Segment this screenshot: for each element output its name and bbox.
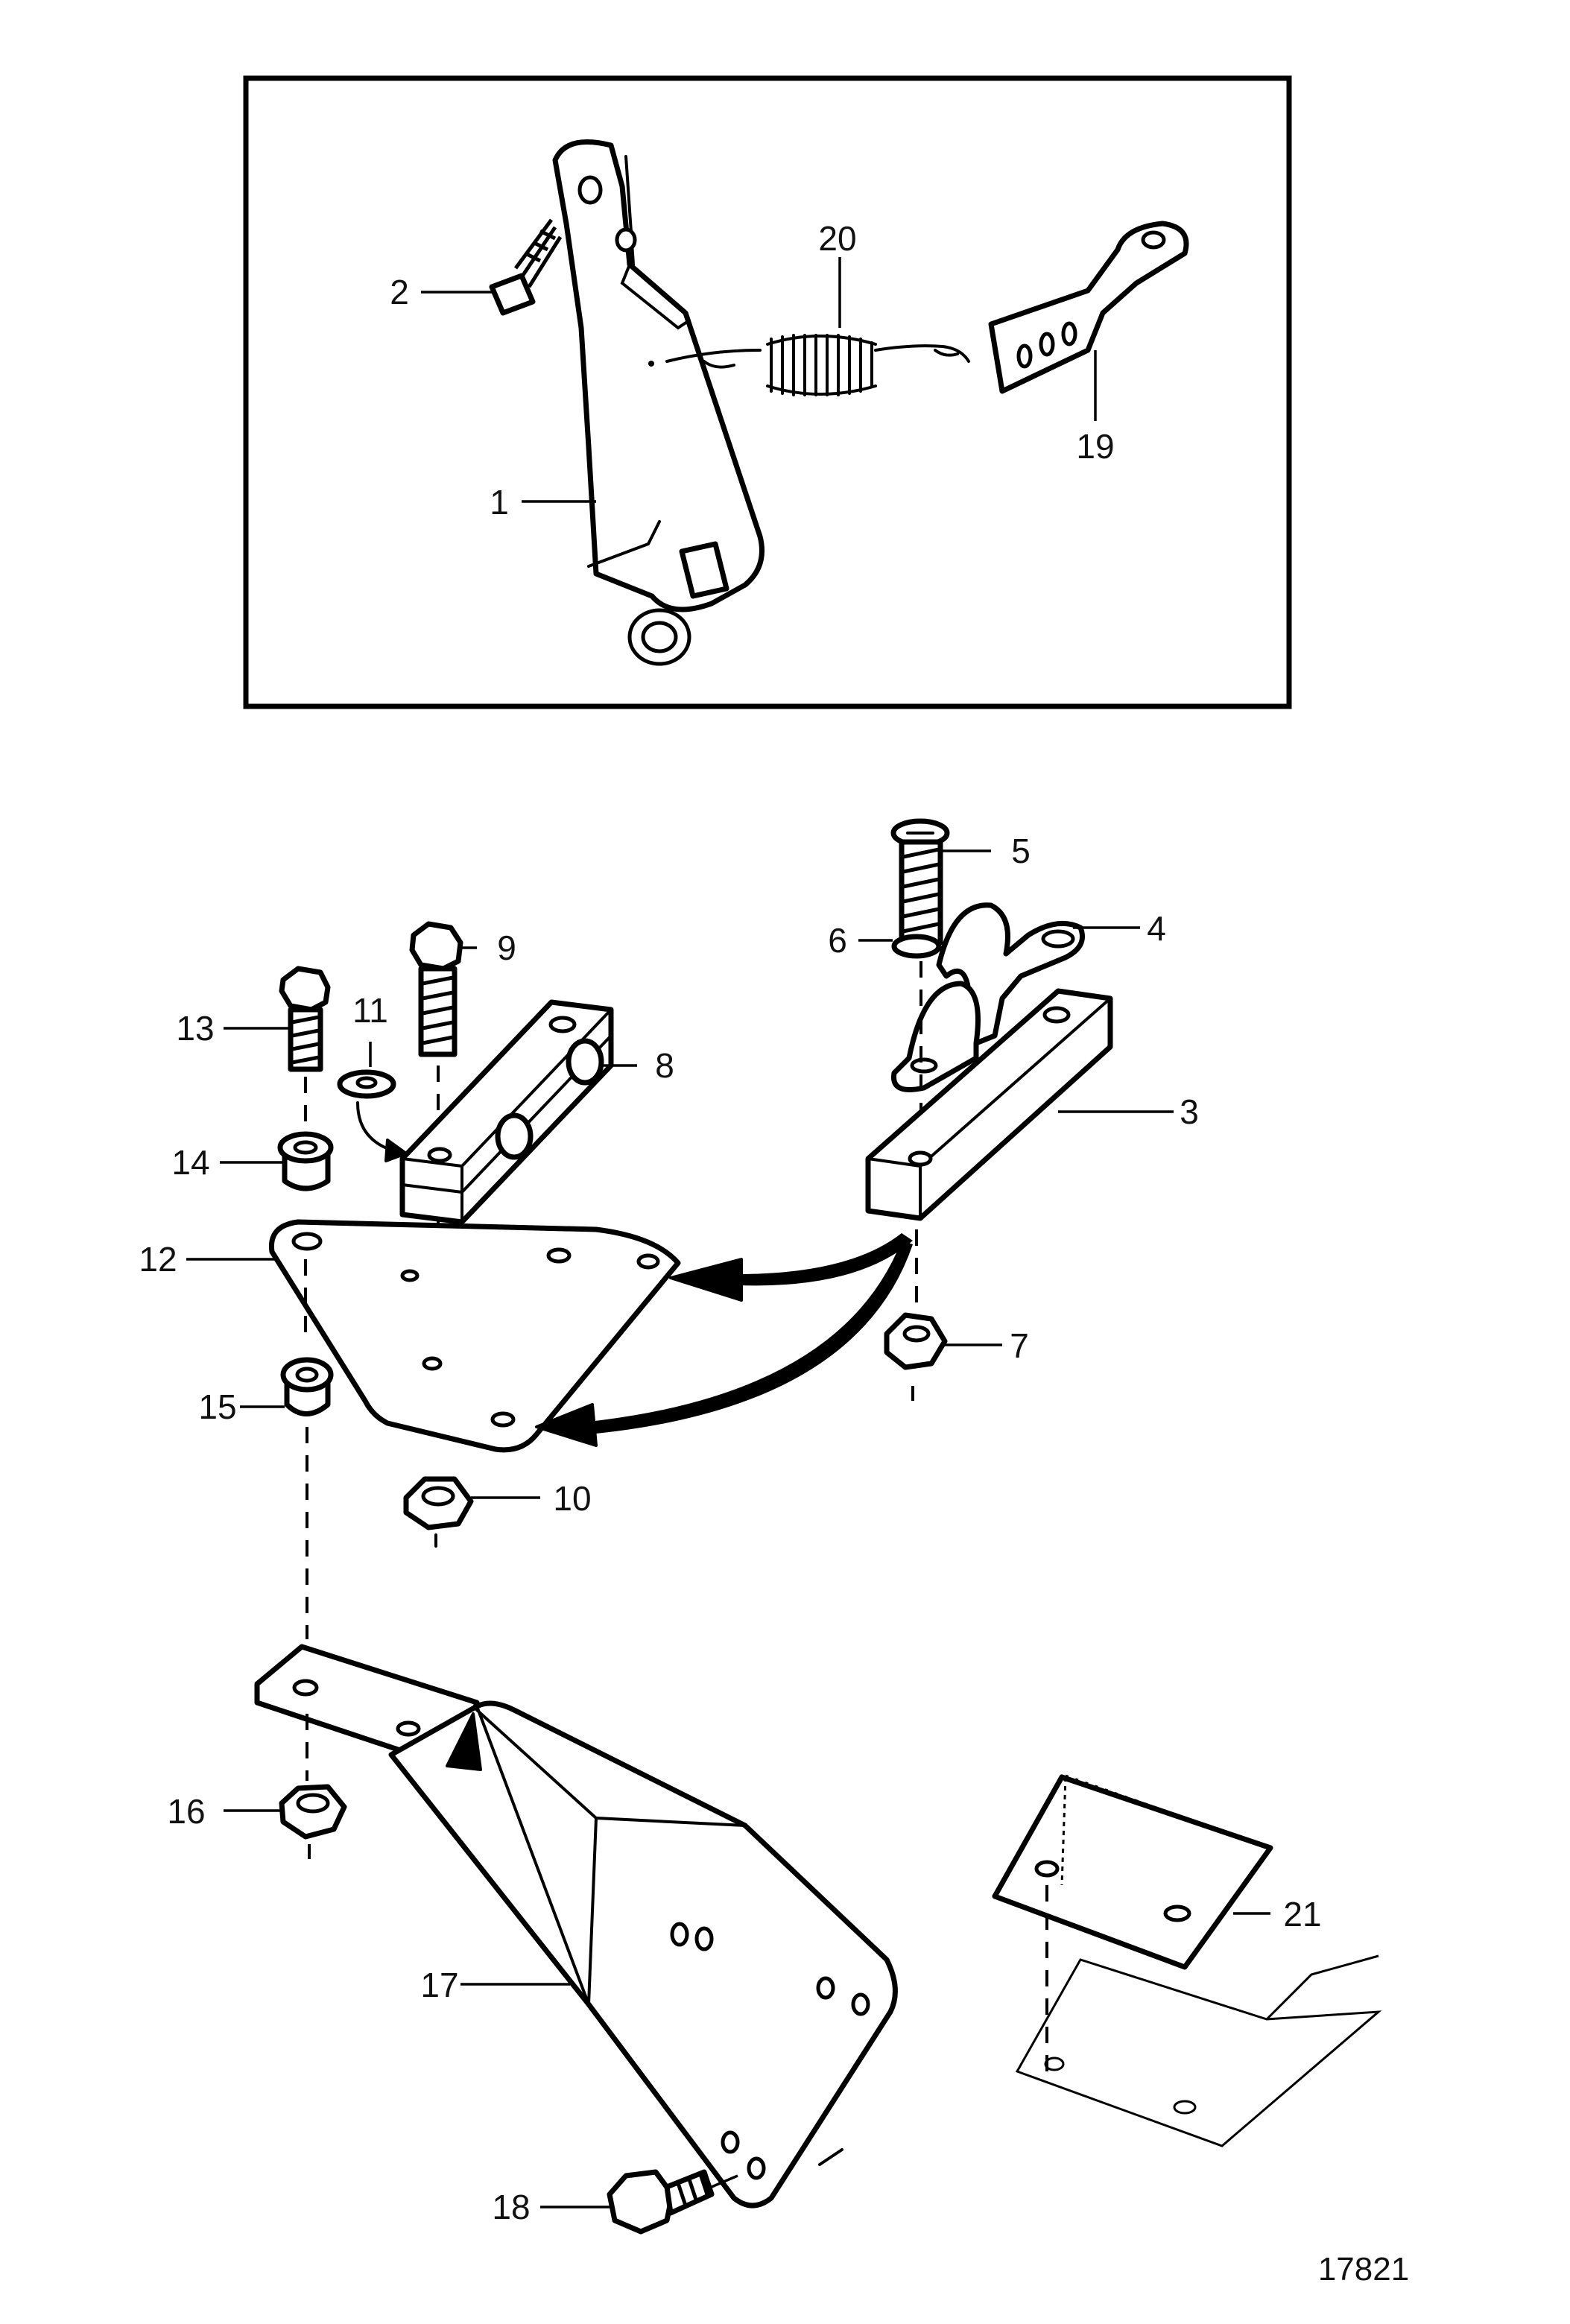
callout-18: 18: [492, 2188, 530, 2226]
lock-nut-10: [403, 1476, 474, 1548]
bushing-14: [277, 1131, 334, 1191]
callout-4: 4: [1147, 909, 1166, 948]
callout-12: 12: [139, 1240, 177, 1279]
callout-10: 10: [553, 1479, 591, 1518]
callout-13: 13: [176, 1009, 214, 1048]
flange-bolt-13: [279, 966, 331, 1129]
drawing-number: 17821: [1318, 2251, 1409, 2287]
callout-1: 1: [490, 483, 509, 522]
callout-19: 19: [1076, 427, 1114, 466]
mounting-plate-12: [268, 1219, 681, 1453]
rubber-block-8: [399, 999, 614, 1225]
arrow-block-to-plate-lower: [589, 1241, 913, 1434]
flange-bolt-18: [607, 2169, 738, 2235]
spring-bracket: [988, 221, 1189, 394]
callout-5: 5: [1011, 832, 1031, 870]
callout-15: 15: [198, 1387, 236, 1426]
cable-clamp: [891, 902, 1085, 1192]
callout-8: 8: [655, 1046, 674, 1085]
rubber-block-3: [865, 988, 1113, 1221]
callout-7: 7: [1010, 1326, 1029, 1365]
callout-labels: 1 2 3 4 5 6 7 8 9 10 11 12 13 14 15 16 1…: [139, 219, 1321, 2226]
inset-frame: [243, 75, 1292, 709]
washer-11: [337, 1069, 396, 1099]
lever-screw: [489, 218, 563, 316]
flange-bolt-9: [409, 921, 463, 1267]
leader-lines: [186, 257, 1270, 2209]
callout-17: 17: [420, 1966, 458, 2004]
callout-20: 20: [818, 219, 856, 258]
lever-arm: [552, 139, 765, 666]
callout-21: 21: [1283, 1895, 1321, 1934]
callout-16: 16: [167, 1792, 205, 1831]
callout-3: 3: [1180, 1092, 1199, 1131]
clamp-bolt: [890, 818, 950, 946]
adapter-plate-21: [992, 1774, 1273, 2071]
bushing-15: [280, 1357, 334, 1639]
ghost-surface: [1015, 1954, 1382, 2147]
callout-11: 11: [352, 991, 388, 1030]
lock-nut-7: [884, 1229, 948, 1401]
arrow-block-to-plate-upper: [738, 1233, 913, 1286]
return-spring: [665, 334, 970, 396]
callout-9: 9: [497, 928, 516, 967]
callout-2: 2: [390, 273, 409, 311]
callout-14: 14: [171, 1143, 209, 1182]
mounting-bracket-17: [254, 1644, 898, 2209]
washer-6: [891, 934, 942, 959]
callout-6: 6: [828, 921, 847, 960]
lock-nut-16: [279, 1714, 347, 1859]
